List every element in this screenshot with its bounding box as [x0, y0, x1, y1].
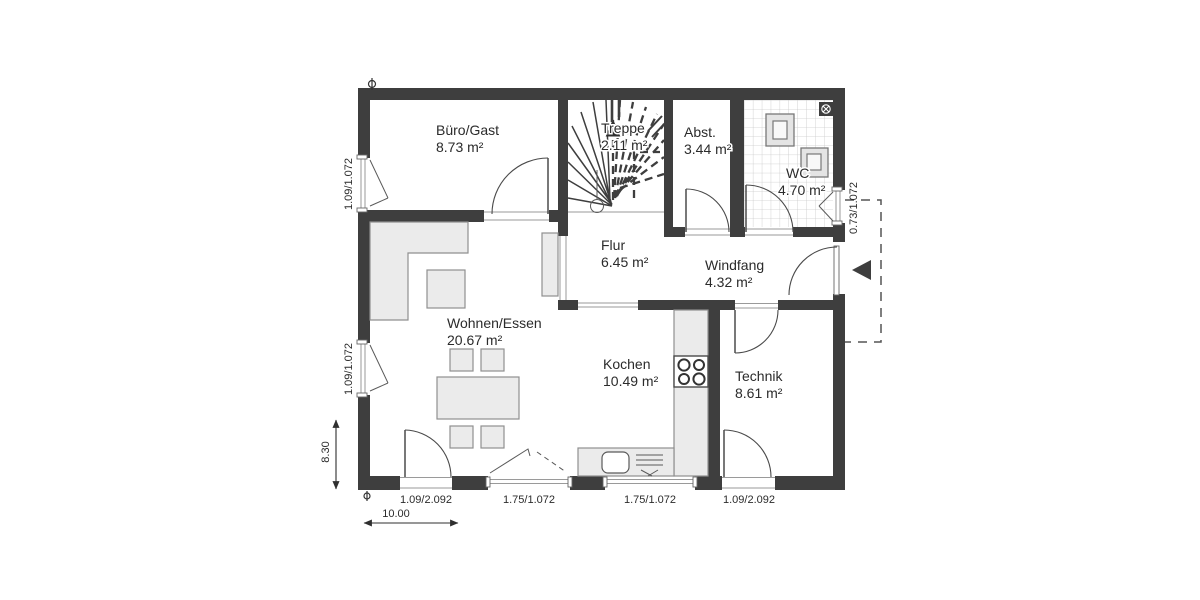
- kitchen-fittings: [577, 309, 709, 477]
- door-technik-outside: [722, 429, 775, 489]
- label-wohnen-name: Wohnen/Essen: [447, 315, 542, 331]
- opening-flur-kochen: [578, 302, 638, 308]
- label-windfang-name: Windfang: [705, 257, 764, 273]
- chair: [480, 348, 505, 372]
- label-kochen-name: Kochen: [603, 356, 650, 372]
- room-labels: Büro/Gast 8.73 m² Treppe 2.11 m² Abst. 3…: [435, 119, 828, 403]
- label-technik-name: Technik: [735, 368, 783, 384]
- label-wohnen-area: 20.67 m²: [447, 332, 503, 348]
- survey-marker-bottom: [363, 491, 371, 501]
- stove: [673, 355, 709, 388]
- sink: [601, 451, 663, 477]
- label-buero-name: Büro/Gast: [436, 122, 499, 138]
- window-wc-right: [818, 186, 843, 226]
- interior-walls: [370, 100, 833, 476]
- porch-outline: [845, 199, 882, 343]
- label-wc-area: 4.70 m²: [778, 182, 826, 198]
- label-kochen-area: 10.49 m²: [603, 373, 659, 389]
- label-windfang-area: 4.32 m²: [705, 274, 753, 290]
- door-wc: [745, 184, 794, 236]
- label-flur-area: 6.45 m²: [601, 254, 649, 270]
- dim-window-left-bottom: 1.09/1.072: [343, 343, 355, 395]
- kitchen-counter-right: [673, 309, 709, 477]
- dim-window-left-top: 1.09/1.072: [343, 158, 355, 210]
- dim-bottom-door-right: 1.09/2.092: [723, 494, 775, 506]
- chair: [449, 425, 474, 449]
- dim-window-right: 0.73/1.072: [848, 182, 860, 234]
- exterior-walls: [358, 88, 845, 490]
- vent-shaft-icon: [819, 102, 833, 116]
- label-wc-name: WC: [786, 165, 809, 181]
- chair: [449, 348, 474, 372]
- label-technik-area: 8.61 m²: [735, 385, 783, 401]
- corner-sofa: [369, 221, 469, 321]
- door-buero: [484, 157, 549, 221]
- label-abst-name: Abst.: [684, 124, 716, 140]
- window-left-top: [356, 154, 389, 213]
- door-abstellraum: [685, 188, 730, 236]
- dim-total-width: 10.00: [382, 508, 410, 520]
- dim-total-depth: 8.30: [320, 441, 332, 462]
- entrance-arrow: [852, 260, 871, 280]
- window-bottom-left: [485, 448, 573, 488]
- door-entrance: [788, 245, 840, 296]
- dim-bottom-window-right: 1.75/1.072: [624, 494, 676, 506]
- label-flur-name: Flur: [601, 237, 625, 253]
- dimension-width: 10.00: [363, 508, 459, 527]
- sideboard: [541, 232, 559, 297]
- label-treppe-name: Treppe: [601, 120, 645, 136]
- window-left-bottom: [356, 339, 389, 398]
- dim-bottom-door-left: 1.09/2.092: [400, 494, 452, 506]
- dim-bottom-window-left: 1.75/1.072: [503, 494, 555, 506]
- wc-fixtures: [765, 102, 833, 178]
- dimension-depth: 8.30: [320, 419, 340, 490]
- label-buero-area: 8.73 m²: [436, 139, 484, 155]
- label-abst-area: 3.44 m²: [684, 141, 732, 157]
- door-technik-inner: [734, 303, 779, 354]
- chair: [480, 425, 505, 449]
- survey-marker-top: [367, 78, 377, 90]
- door-terrace-wohnen: [400, 429, 452, 489]
- dining-table: [436, 376, 520, 420]
- living-furniture: [369, 221, 559, 449]
- staircase: [567, 99, 667, 213]
- opening-wohnen-flur: [559, 236, 567, 300]
- side-table: [426, 269, 466, 309]
- label-treppe-area: 2.11 m²: [601, 137, 648, 153]
